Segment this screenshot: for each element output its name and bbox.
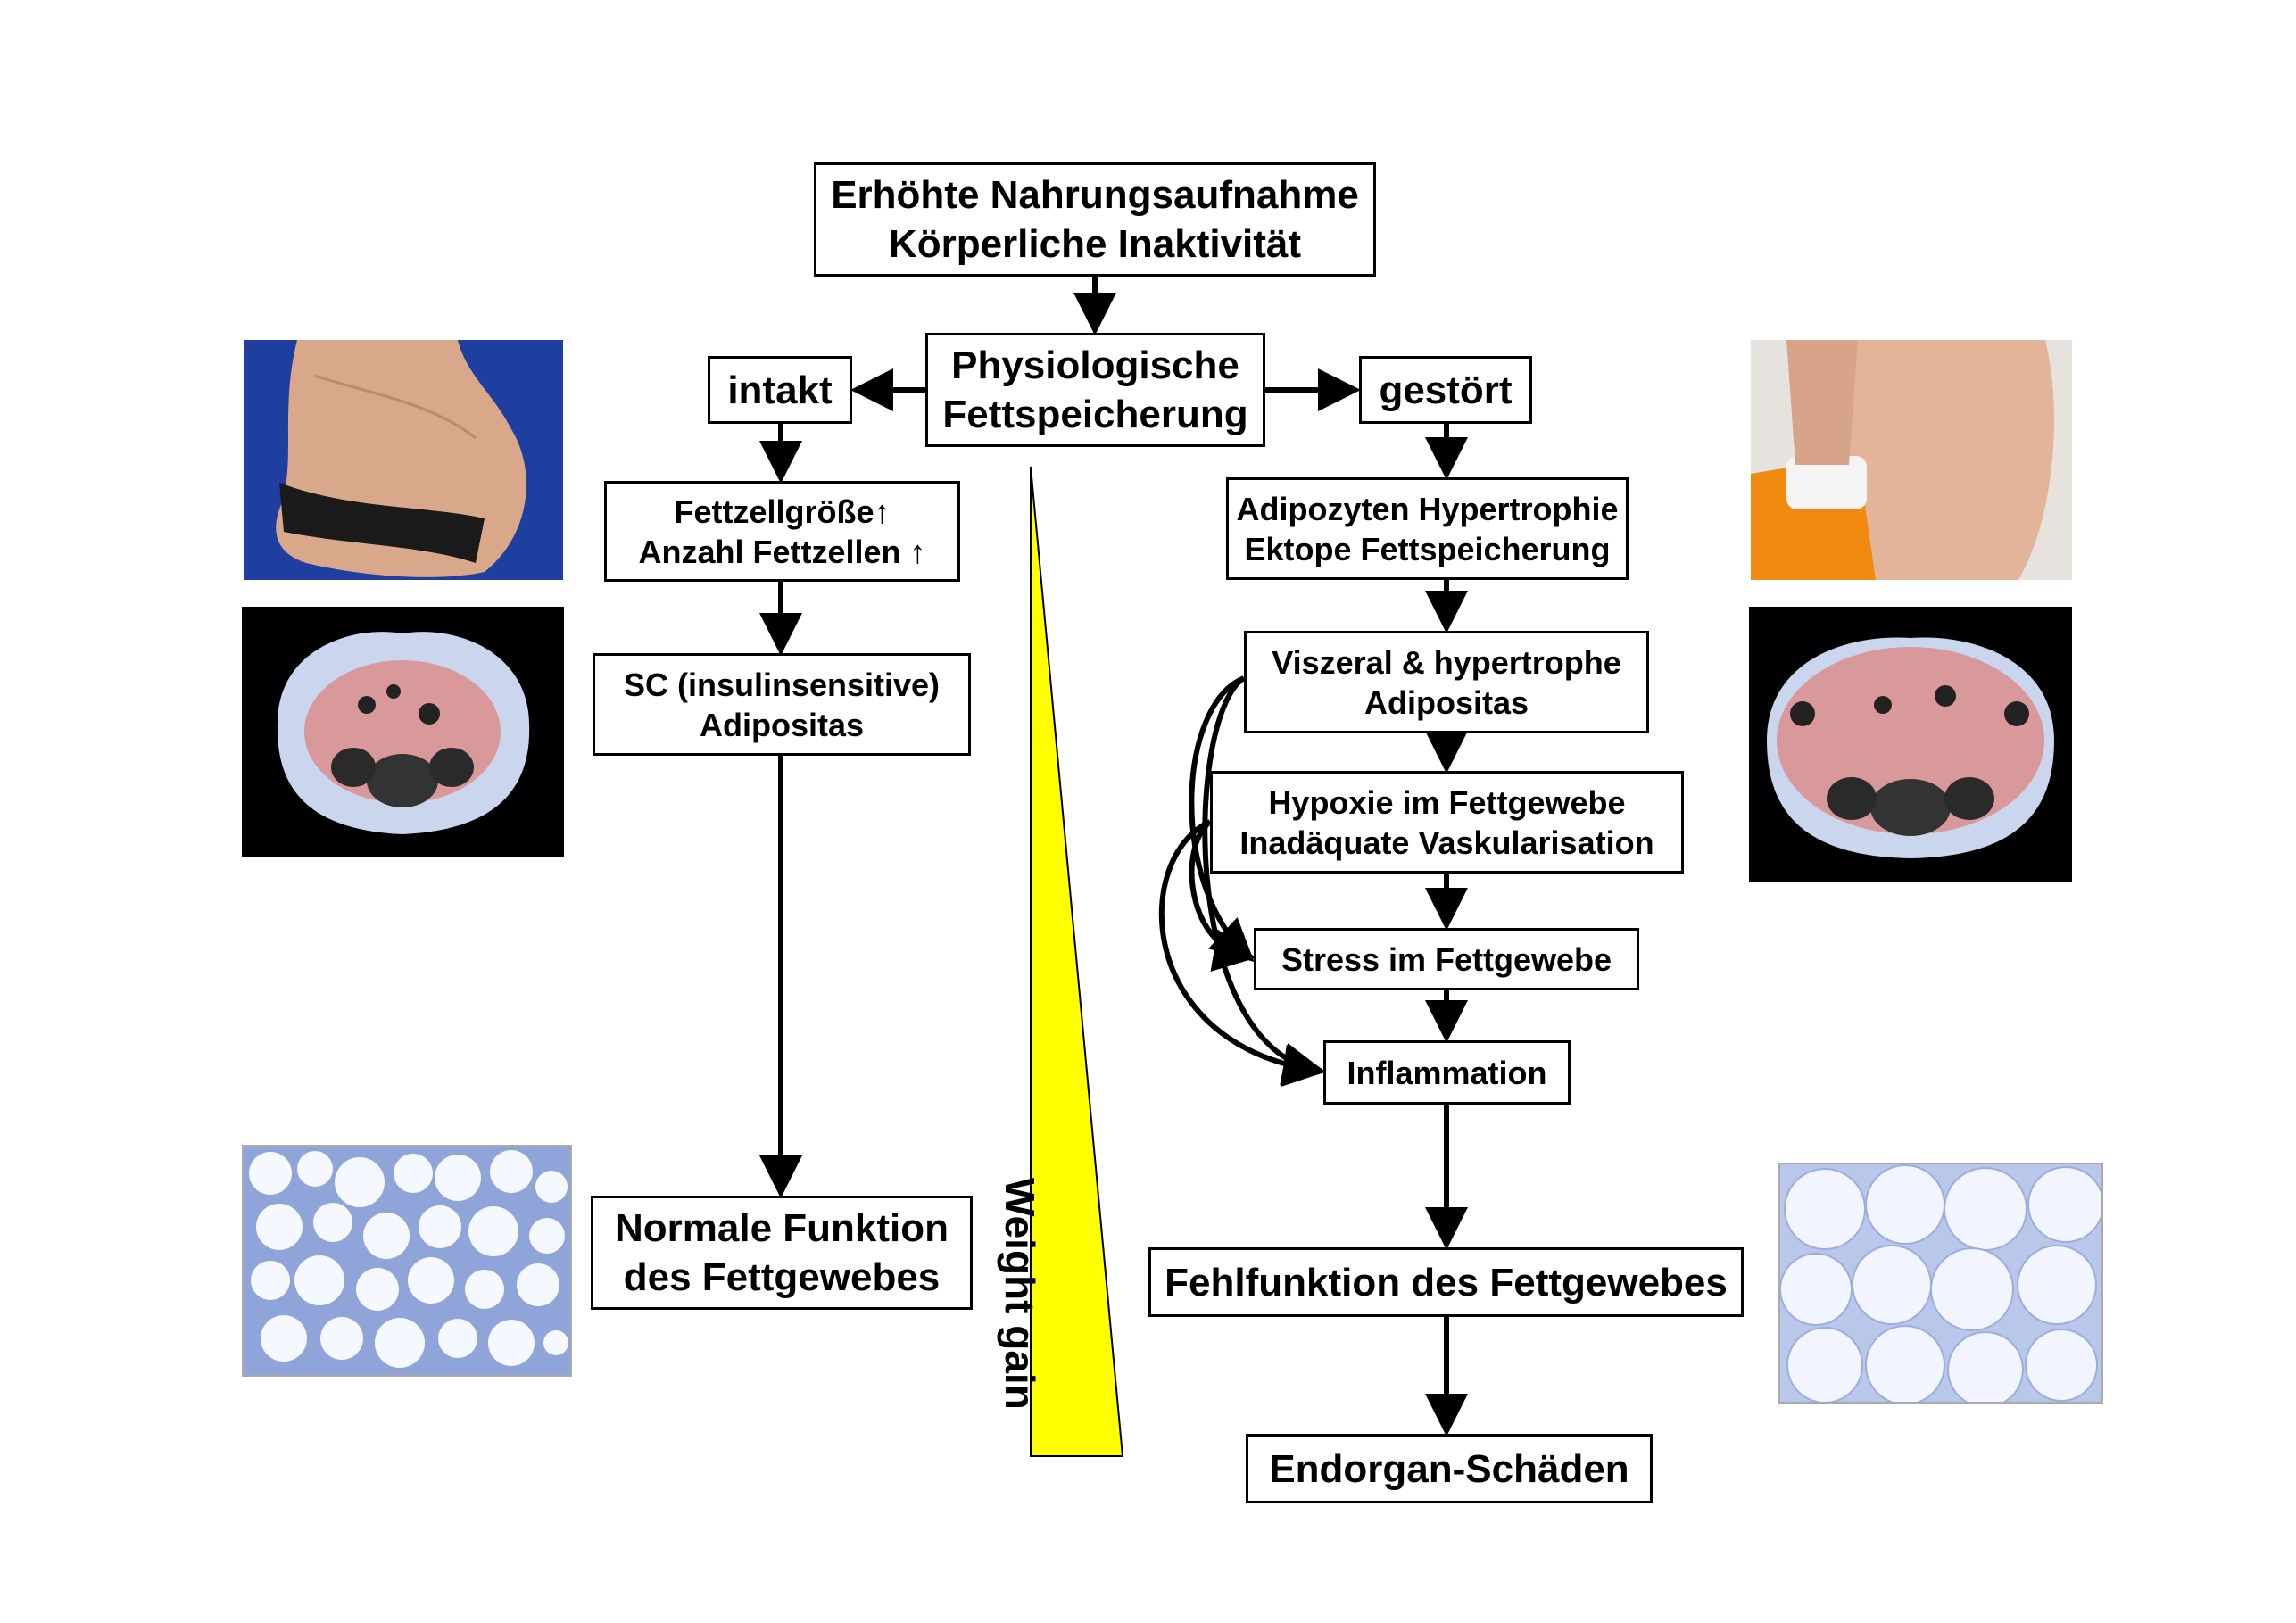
box-text: Inflammation: [1347, 1054, 1547, 1091]
box-text: Hypoxie im Fettgewebe: [1268, 783, 1626, 821]
weight-gain-label: Weight gain: [997, 1178, 1043, 1410]
box-text: Viszeral & hypertrophe: [1272, 643, 1621, 681]
box-text: intakt: [727, 368, 833, 412]
photo-subcutaneous-obesity: [244, 340, 563, 580]
box-hypoxia: Hypoxie im Fettgewebe Inadäquate Vaskula…: [1210, 771, 1684, 874]
mri-subcutaneous-fat: [242, 607, 564, 857]
box-text: Adipositas: [699, 706, 865, 743]
box-gestoert: gestört: [1359, 356, 1532, 424]
box-text: Stress im Fettgewebe: [1281, 940, 1612, 978]
box-text: gestört: [1379, 368, 1513, 412]
box-text: Fettspeicherung: [942, 393, 1248, 436]
histology-hypertrophic-fat: [1778, 1163, 2103, 1404]
curved-arrow-hypoxia-to-inflammation: [1158, 819, 1326, 1088]
box-text: Physiologische: [951, 344, 1239, 387]
box-normal-function: Normale Funktion des Fettgewebes: [591, 1196, 973, 1310]
curved-arrow-visceral-to-inflammation: [1202, 675, 1326, 1086]
box-intakt: intakt: [708, 356, 852, 424]
curved-arrow-visceral-to-stress: [1189, 675, 1255, 963]
box-text: Erhöhte Nahrungsaufnahme: [831, 173, 1359, 217]
box-text: SC (insulinsensitive): [623, 666, 941, 703]
photo-visceral-obesity: [1751, 340, 2072, 580]
box-text: Fehlfunktion des Fettgewebes: [1165, 1260, 1728, 1304]
box-text: Endorgan-Schäden: [1269, 1446, 1629, 1491]
curved-arrow-hypoxia-to-stress: [1189, 819, 1256, 972]
box-adipocyte-hypertrophy: Adipozyten Hypertrophie Ektope Fettspeic…: [1226, 477, 1629, 580]
box-text: Adipozyten Hypertrophie: [1236, 490, 1619, 527]
box-text: Anzahl Fettzellen ↑: [638, 533, 926, 570]
box-sc-adiposity: SC (insulinsensitive) Adipositas: [593, 653, 971, 756]
box-inflammation: Inflammation: [1323, 1040, 1571, 1105]
box-text: Inadäquate Vaskularisation: [1239, 824, 1654, 861]
box-text: des Fettgewebes: [623, 1255, 941, 1299]
box-fat-cell-size: Fettzellgröße↑ Anzahl Fettzellen ↑: [604, 481, 960, 582]
box-visceral-adiposity: Viszeral & hypertrophe Adipositas: [1244, 631, 1649, 733]
box-dysfunction: Fehlfunktion des Fettgewebes: [1148, 1247, 1744, 1317]
weight-gain-wedge: [1030, 466, 1124, 1457]
box-increased-intake: Erhöhte Nahrungsaufnahme Körperliche Ina…: [814, 162, 1376, 277]
box-text: Körperliche Inaktivität: [888, 222, 1302, 266]
box-text: Ektope Fettspeicherung: [1244, 530, 1611, 567]
mri-visceral-fat: [1749, 607, 2072, 882]
box-text: Fettzellgröße↑: [674, 493, 891, 530]
box-text: Adipositas: [1364, 683, 1529, 721]
box-text: Normale Funktion: [614, 1206, 949, 1250]
histology-normal-fat: [242, 1145, 572, 1377]
